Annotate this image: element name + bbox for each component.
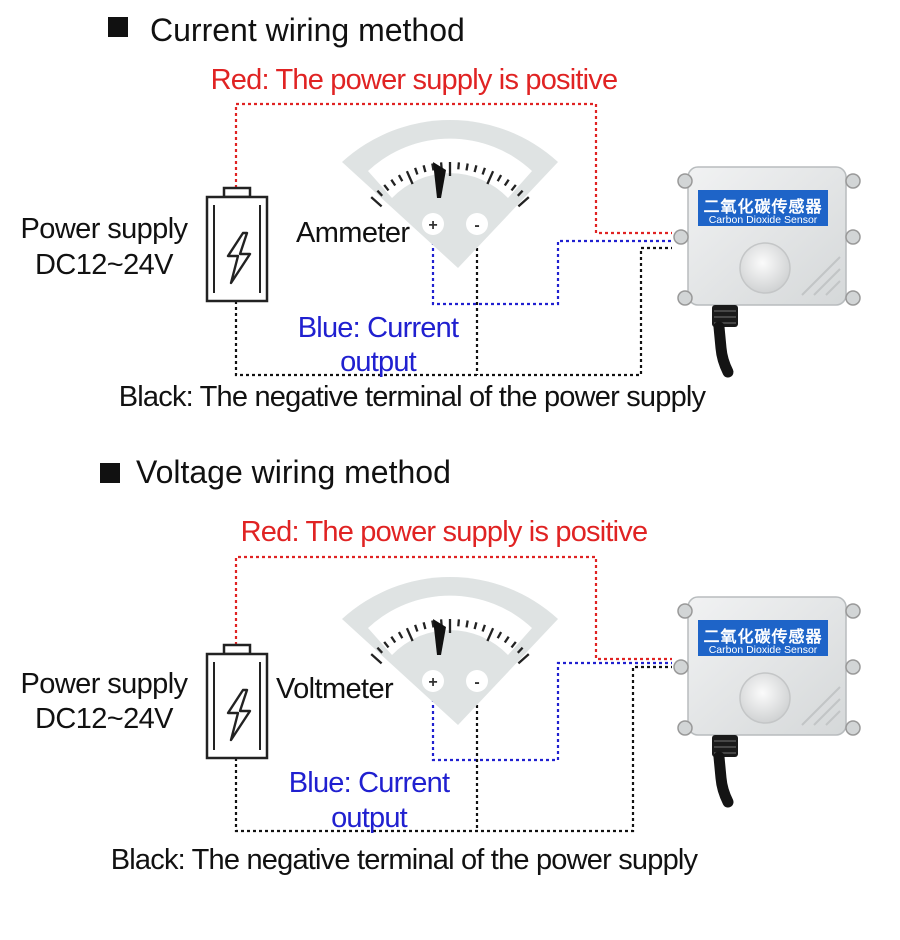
battery-lightning-icon bbox=[205, 643, 269, 760]
current-wiring-section: Current wiring method + - 二氧化碳传感器 Carbon… bbox=[21, 12, 860, 413]
square-bullet-icon bbox=[108, 17, 128, 37]
blue-wire-label: Blue: Current bbox=[298, 312, 459, 344]
blue-wire-label: Blue: Current bbox=[289, 767, 450, 799]
co2-sensor-device bbox=[674, 597, 860, 802]
meter-minus-terminal: - bbox=[474, 674, 479, 691]
power-supply-label: Power supply bbox=[21, 213, 189, 245]
meter-label: Ammeter bbox=[296, 217, 410, 249]
blue-wire bbox=[431, 661, 672, 762]
blue-wire-label-2: output bbox=[331, 802, 408, 834]
meter-minus-terminal: - bbox=[474, 217, 479, 234]
red-wire-label: Red: The power supply is positive bbox=[211, 64, 618, 96]
voltage-wiring-section: Voltage wiring method + - 二氧化碳传感器 Carbon… bbox=[21, 454, 860, 876]
sensor-title-cn: 二氧化碳传感器 bbox=[703, 197, 822, 216]
sensor-title-en: Carbon Dioxide Sensor bbox=[709, 214, 818, 226]
section-heading: Voltage wiring method bbox=[136, 454, 451, 490]
blue-wire-label-2: output bbox=[340, 346, 417, 378]
power-supply-voltage: DC12~24V bbox=[35, 249, 174, 281]
black-wire bbox=[234, 246, 672, 377]
power-supply-voltage: DC12~24V bbox=[35, 703, 174, 735]
meter-plus-terminal: + bbox=[428, 674, 437, 691]
red-wire bbox=[234, 102, 672, 235]
black-wire bbox=[234, 665, 672, 833]
sensor-title-cn: 二氧化碳传感器 bbox=[703, 627, 822, 646]
power-supply-label: Power supply bbox=[21, 668, 189, 700]
square-bullet-icon bbox=[100, 463, 120, 483]
sensor-title-en: Carbon Dioxide Sensor bbox=[709, 644, 818, 656]
meter-plus-terminal: + bbox=[428, 217, 437, 234]
red-wire-label: Red: The power supply is positive bbox=[241, 516, 648, 548]
black-wire-label: Black: The negative terminal of the powe… bbox=[119, 381, 707, 413]
battery-lightning-icon bbox=[205, 186, 269, 303]
meter-label: Voltmeter bbox=[276, 673, 394, 705]
black-wire-label: Black: The negative terminal of the powe… bbox=[111, 844, 699, 876]
blue-wire bbox=[431, 236, 672, 306]
co2-sensor-device bbox=[674, 167, 860, 372]
section-heading: Current wiring method bbox=[150, 12, 465, 48]
